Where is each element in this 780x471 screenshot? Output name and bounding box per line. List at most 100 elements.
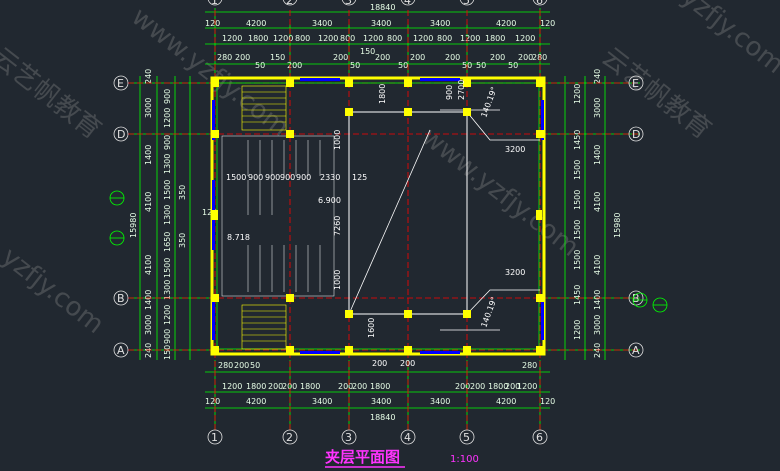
left-dim-row2: 900 1200 900 1300 1500 1300 1650 1500 13… xyxy=(163,89,172,360)
watermark-group: www.yzfjy.com 云艺帆教育 yzfjy.com 云艺帆教育 www.… xyxy=(0,0,780,340)
dim-label: 3000 xyxy=(144,315,153,335)
dim-label: 3000 xyxy=(144,98,153,118)
dim-label: 900 xyxy=(248,173,263,182)
axis-label: E xyxy=(632,77,639,90)
right-dim-row1: 240 3000 1400 4100 4100 1400 3000 240 xyxy=(593,69,602,358)
dim-label: 900 xyxy=(163,135,172,150)
elevation-label: 8.718 xyxy=(227,233,250,242)
dim-label: 1800 xyxy=(370,382,390,391)
dim-label: 1500 xyxy=(573,160,582,180)
dim-label: 280 xyxy=(217,53,232,62)
watermark-3: yzfjy.com xyxy=(0,242,109,340)
dim-label: 3400 xyxy=(371,19,391,28)
dim-label: 1200 xyxy=(222,34,242,43)
interior-labels: 1500 900 900 900 900 2330 125 1800 1000 … xyxy=(226,80,525,368)
dim-label: 4100 xyxy=(144,192,153,212)
dim-label: 200 xyxy=(352,382,367,391)
dim-label: 200 xyxy=(518,53,533,62)
dim-label: 4200 xyxy=(496,397,516,406)
dim-label: 200 xyxy=(455,382,470,391)
dim-label: 1400 xyxy=(593,290,602,310)
angle-label: 140.19° xyxy=(479,86,498,119)
dim-label: 350 xyxy=(178,185,187,200)
axis-bubbles-top xyxy=(207,0,548,6)
dim-label: 350 xyxy=(178,233,187,248)
dim-label: 120 xyxy=(205,397,220,406)
dim-label: 1450 xyxy=(573,285,582,305)
dim-label: 2330 xyxy=(320,173,340,182)
bottom-dim-row1: 120 4200 3400 3400 3400 4200 120 xyxy=(205,397,555,406)
dim-label: 1400 xyxy=(144,145,153,165)
dim-label: 50 xyxy=(476,61,486,70)
dim-label: 3400 xyxy=(371,397,391,406)
dim-label: 1200 xyxy=(573,84,582,104)
section-markers xyxy=(109,190,668,313)
dim-label: 50 xyxy=(398,61,408,70)
dim-label: 3200 xyxy=(505,145,525,154)
dim-label: 1200 xyxy=(318,34,338,43)
elevation-label: 6.900 xyxy=(318,196,341,205)
dim-label: 50 xyxy=(508,61,518,70)
dim-label: 800 xyxy=(340,34,355,43)
dim-label: 1200 xyxy=(273,34,293,43)
dim-label: 4100 xyxy=(593,192,602,212)
dim-label: 240 xyxy=(144,69,153,84)
dim-label: 1500 xyxy=(163,258,172,278)
dim-label: 1500 xyxy=(573,190,582,210)
axis-label: 4 xyxy=(404,0,411,7)
dim-label: 200 xyxy=(333,53,348,62)
top-dim-row1: 120 4200 3400 3400 3400 4200 120 xyxy=(205,19,555,28)
dim-label: 4200 xyxy=(246,19,266,28)
dim-label: 1800 xyxy=(300,382,320,391)
dim-label: 1800 xyxy=(488,382,508,391)
axis-label: 1 xyxy=(211,431,218,444)
right-overall-dim: 15980 xyxy=(613,213,622,238)
dim-label: 1800 xyxy=(485,34,505,43)
dim-label: 1650 xyxy=(163,232,172,252)
axis-label: 2 xyxy=(286,0,293,7)
dim-label: 200 xyxy=(490,53,505,62)
dim-label: 50 xyxy=(250,361,260,370)
dim-label: 50 xyxy=(255,61,265,70)
dim-label: 1800 xyxy=(378,84,387,104)
dim-label: 1500 xyxy=(163,180,172,200)
dim-label: 3400 xyxy=(312,19,332,28)
dim-label: 800 xyxy=(437,34,452,43)
watermark-5: www.yzfjy.com xyxy=(416,122,585,263)
axis-label: B xyxy=(632,292,640,305)
dim-label: 1500 xyxy=(573,250,582,270)
axis-labels-left: A B D E xyxy=(117,77,125,357)
axis-labels-bottom: 1 2 3 4 5 6 xyxy=(211,431,543,444)
watermark-4: 云艺帆教育 xyxy=(596,42,717,146)
dim-label: 200 xyxy=(505,382,520,391)
dim-label: 200 xyxy=(410,53,425,62)
axis-label: 5 xyxy=(463,431,470,444)
left-dimensions xyxy=(130,76,215,360)
dim-label: 120 xyxy=(540,19,555,28)
dim-label: 1800 xyxy=(248,34,268,43)
dim-label: 1000 xyxy=(333,270,342,290)
bottom-dim-row3: 280 200 50 280 xyxy=(218,361,537,370)
dim-label: 1200 xyxy=(460,34,480,43)
watermark-6: yzfjy.com xyxy=(676,0,780,80)
dim-label: 4100 xyxy=(593,255,602,275)
axis-label: 6 xyxy=(536,0,543,7)
axis-label: 2 xyxy=(286,431,293,444)
axis-bubbles-right xyxy=(628,75,644,358)
axis-label: B xyxy=(117,292,125,305)
axis-bubbles-left xyxy=(113,75,129,358)
dim-label: 1200 xyxy=(517,382,537,391)
dim-label: 3400 xyxy=(312,397,332,406)
dim-label: 1500 xyxy=(573,220,582,240)
dim-label: 1200 xyxy=(163,305,172,325)
dim-label: 900 xyxy=(296,173,311,182)
dim-label: 240 xyxy=(593,69,602,84)
top-dim-row2: 1200 1800 1200 800 1200 800 1200 800 120… xyxy=(222,34,535,43)
dim-label: 7260 xyxy=(333,216,342,236)
dim-label: 900 xyxy=(265,173,280,182)
drawing-scale: 1:100 xyxy=(450,454,479,465)
dim-label: 200 xyxy=(470,382,485,391)
dim-label: 900 xyxy=(280,173,295,182)
dim-label: 4200 xyxy=(246,397,266,406)
dim-label: 2700 xyxy=(457,80,466,100)
